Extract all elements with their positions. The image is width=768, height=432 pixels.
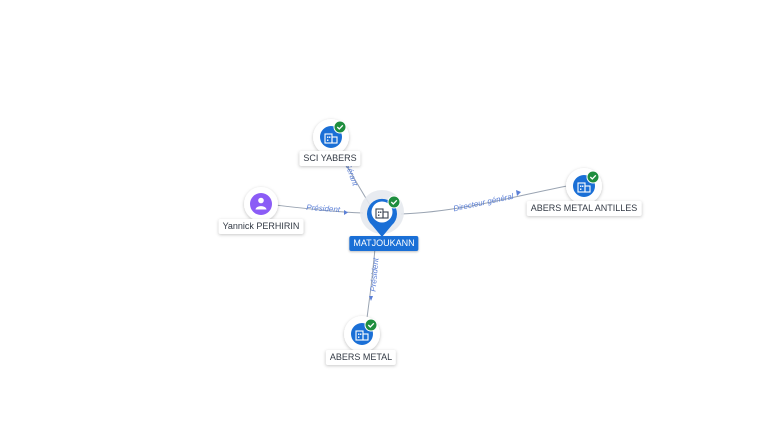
node-abers-metal[interactable] bbox=[344, 316, 380, 352]
node-label-sci-yabers[interactable]: SCI YABERS bbox=[299, 151, 361, 166]
edge-label-president-1: Président bbox=[306, 203, 341, 214]
verified-check-icon bbox=[586, 170, 600, 184]
company-building-icon bbox=[375, 208, 389, 219]
edge-label-directeur-general: Directeur général bbox=[453, 192, 515, 214]
verified-check-icon bbox=[364, 318, 378, 332]
node-label-abers-metal[interactable]: ABERS METAL bbox=[325, 350, 397, 365]
company-building-icon bbox=[355, 330, 369, 341]
company-building-icon bbox=[577, 182, 591, 193]
company-building-icon bbox=[324, 133, 338, 144]
node-sci-yabers[interactable] bbox=[313, 119, 349, 155]
node-label-yannick-perhirin[interactable]: Yannick PERHIRIN bbox=[218, 219, 304, 234]
person-icon bbox=[255, 197, 267, 210]
node-abers-metal-antilles[interactable] bbox=[566, 168, 602, 204]
node-yannick-perhirin[interactable] bbox=[244, 187, 278, 221]
verified-check-icon bbox=[387, 195, 401, 209]
edge-yannick-to-central: Président bbox=[274, 203, 364, 215]
edge-label-president-2: Président bbox=[369, 257, 381, 292]
node-central-matjoukann[interactable] bbox=[360, 190, 404, 237]
node-label-central[interactable]: MATJOUKANN bbox=[349, 236, 419, 251]
verified-check-icon bbox=[333, 120, 347, 134]
node-label-abers-metal-antilles[interactable]: ABERS METAL ANTILLES bbox=[526, 201, 642, 216]
